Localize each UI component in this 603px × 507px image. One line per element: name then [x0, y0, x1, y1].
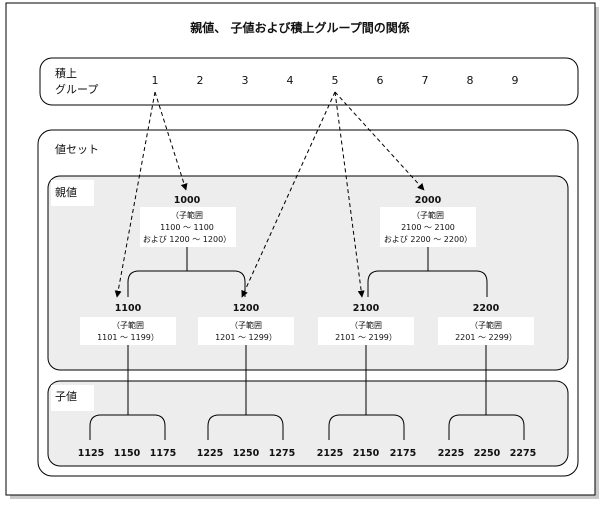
child-value-2150: 2150	[353, 448, 380, 459]
sub-parent-1200-range-bg	[198, 317, 294, 345]
child-value-1125: 1125	[78, 448, 104, 459]
child-values-label: 子値	[55, 390, 77, 403]
rollup-number-2: 2	[197, 74, 204, 87]
parent-1000-range-line1: 1100 ～ 1100	[160, 223, 214, 232]
child-value-2275: 2275	[510, 448, 536, 459]
rollup-number-4: 4	[287, 74, 294, 87]
parent-2000-range-line1: 2100 ～ 2100	[401, 223, 455, 232]
rollup-number-5: 5	[332, 74, 339, 87]
parent-label-bg	[51, 180, 94, 206]
parent-1000-range-bg	[140, 207, 236, 247]
sub-parent-1200: 1200 （子範囲 1201 ～ 1299）	[198, 303, 294, 345]
rollup-group-box	[39, 57, 579, 106]
child-value-1275: 1275	[269, 448, 295, 459]
sub-parent-1100-range-bg	[80, 317, 176, 345]
arrow-5-to-2000	[334, 91, 425, 191]
sub-parent-1200-value: 1200	[233, 303, 260, 314]
rollup-label-line1: 積上	[55, 66, 77, 80]
arrow-1-to-1000	[154, 91, 188, 191]
child-value-1150: 1150	[114, 448, 141, 459]
rollup-number-9: 9	[512, 74, 519, 87]
sub-parent-2200: 2200 （子範囲 2201 ～ 2299）	[438, 303, 534, 345]
child-value-2125: 2125	[317, 448, 343, 459]
parent-tree-connectors	[127, 247, 488, 297]
parent-1000-range-title: （子範囲	[171, 210, 203, 220]
parent-1000-value: 1000	[174, 195, 201, 206]
arrow-5-to-1200	[241, 91, 336, 298]
child-value-1225: 1225	[197, 448, 223, 459]
rollup-number-7: 7	[422, 74, 429, 87]
parent-values-label: 親値	[55, 186, 77, 199]
child-tree-connectors	[89, 345, 525, 440]
sub-parent-2200-range-bg	[438, 317, 534, 345]
parent-2000-range-bg	[380, 207, 476, 247]
rollup-number-6: 6	[377, 74, 384, 87]
rollup-label-line2: グループ	[55, 82, 98, 96]
child-value-1175: 1175	[150, 448, 176, 459]
child-value-2175: 2175	[390, 448, 416, 459]
rollup-number-8: 8	[467, 74, 474, 87]
child-value-2225: 2225	[438, 448, 464, 459]
sub-parent-1100-range-title: （子範囲	[112, 320, 144, 330]
rollup-numbers: 1 2 3 4 5 6 7 8 9	[152, 74, 519, 87]
sub-parent-2200-value: 2200	[473, 303, 500, 314]
child-label-bg	[51, 385, 94, 411]
parent-2000-range-line2: および 2200 ～ 2200）	[384, 235, 472, 244]
child-value-2250: 2250	[474, 448, 501, 459]
sub-parent-2200-range-title: （子範囲	[470, 320, 502, 330]
child-values-panel	[47, 380, 569, 467]
parent-1000-range-line2: および 1200 ～ 1200）	[143, 235, 231, 244]
value-set-label: 値セット	[55, 143, 99, 156]
child-value-1250: 1250	[233, 448, 260, 459]
sub-parent-2200-range-line1: 2201 ～ 2299）	[455, 333, 517, 342]
rollup-number-3: 3	[242, 74, 249, 87]
sub-parent-1200-range-line1: 1201 ～ 1299）	[215, 333, 277, 342]
rollup-number-1: 1	[152, 74, 159, 87]
child-values-row: 1125 1150 1175 1225 1250 1275 2125 2150 …	[78, 448, 536, 459]
parent-2000-value: 2000	[415, 195, 442, 206]
diagram-title: 親値、 子値および積上グループ間の関係	[190, 20, 409, 35]
rollup-arrows	[114, 91, 425, 298]
sub-parent-2100-range-line1: 2101 ～ 2199）	[335, 333, 397, 342]
sub-parent-1100-range-line1: 1101 ～ 1199）	[97, 333, 159, 342]
sub-parent-2100-range-title: （子範囲	[350, 320, 382, 330]
sub-parent-2100: 2100 （子範囲 2101 ～ 2199）	[318, 303, 414, 345]
sub-parent-2100-value: 2100	[353, 303, 380, 314]
sub-parent-2100-range-bg	[318, 317, 414, 345]
sub-parent-1100: 1100 （子範囲 1101 ～ 1199）	[80, 303, 176, 345]
parent-2000-range-title: （子範囲	[412, 210, 444, 220]
sub-parent-1100-value: 1100	[115, 303, 142, 314]
sub-parent-1200-range-title: （子範囲	[230, 320, 262, 330]
